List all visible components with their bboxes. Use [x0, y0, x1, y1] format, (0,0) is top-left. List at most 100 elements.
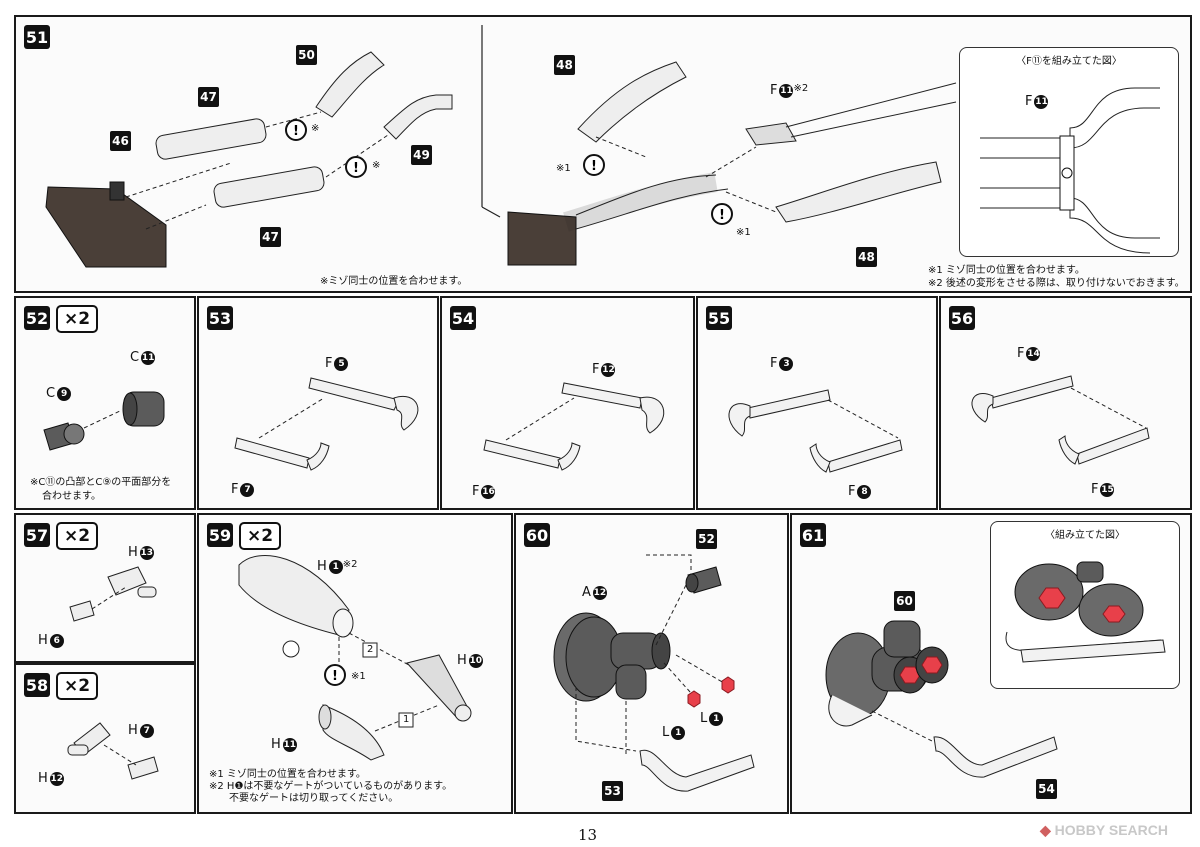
f15-letter: F	[1091, 482, 1099, 497]
h12-letter: H	[38, 771, 48, 786]
mark-1: ※1	[351, 671, 366, 682]
inset-title: 〈F⑪を組み立てた図〉	[1016, 56, 1122, 67]
inset-f-letter: F	[1025, 94, 1033, 109]
part-F16	[483, 439, 561, 469]
note-2: ※2 H❶は不要なゲートがついているものがあります。	[209, 781, 453, 792]
part-48-label-a: 48	[554, 55, 575, 75]
part-50	[315, 51, 385, 118]
part-H11	[322, 704, 385, 761]
part-F7	[234, 437, 310, 469]
h1-number: 1	[328, 559, 343, 574]
f14-letter: F	[1017, 346, 1025, 361]
h12-number: 12	[49, 771, 64, 786]
f5-letter: F	[325, 356, 333, 371]
mark-a: ※	[311, 123, 320, 134]
inset-f-number: 11	[1034, 94, 1049, 109]
multiplier: ×2	[56, 672, 99, 700]
h10-letter: H	[457, 653, 467, 668]
f11-assembled-diagram	[980, 87, 1160, 254]
a12-number: 12	[592, 585, 607, 600]
watermark-icon: ◆	[1040, 822, 1051, 838]
h11-number: 11	[282, 737, 297, 752]
f11-letter: F	[770, 83, 778, 98]
note-3: 不要なゲートは切り取ってください。	[209, 793, 399, 804]
part-50-label: 50	[296, 45, 317, 65]
f16-number: 16	[481, 484, 496, 499]
h10-number: 10	[468, 653, 483, 668]
part-F5	[308, 377, 400, 411]
f3-number: 3	[779, 356, 794, 371]
step-number: 58	[24, 673, 50, 697]
f16-letter: F	[472, 484, 480, 499]
step-number: 53	[207, 306, 233, 330]
h7-letter: H	[128, 723, 138, 738]
mark-2: ※2	[793, 83, 809, 94]
step-number: 56	[949, 306, 975, 330]
f8-letter: F	[848, 484, 856, 499]
f8-number: 8	[857, 484, 872, 499]
part-47-rod-a	[155, 118, 267, 160]
part-49-label: 49	[411, 145, 432, 165]
note-right-1: ※1 ミゾ同士の位置を合わせます。	[928, 265, 1085, 276]
part-54-label: 54	[1036, 779, 1057, 799]
step-number: 61	[800, 523, 826, 547]
note-right-2: ※2 後述の変形をさせる際は、取り付けないでおきます。	[928, 278, 1185, 289]
f7-number: 7	[240, 482, 255, 497]
mark-2: ※2	[342, 559, 358, 570]
part-47-label-b: 47	[260, 227, 281, 247]
part-46-body	[45, 186, 167, 268]
part-F11	[745, 122, 797, 146]
part-F14	[990, 375, 1074, 409]
f7-letter: F	[231, 482, 239, 497]
assembled-inset: 〈組み立てた図〉	[990, 521, 1180, 689]
notes-right: ※1 ミゾ同士の位置を合わせます。 ※2 後述の変形をさせる際は、取り付けないで…	[928, 264, 1185, 290]
part-60-label: 60	[894, 591, 915, 611]
part-F8	[827, 439, 903, 473]
step-56-illustration	[971, 375, 1150, 465]
h1-letter: H	[317, 559, 327, 574]
f11-number: 11	[779, 83, 794, 98]
step-57-illustration	[69, 566, 157, 622]
note-1: ※1 ミゾ同士の位置を合わせます。	[209, 769, 366, 780]
part-H6	[69, 600, 95, 622]
c11-letter: C	[130, 350, 140, 365]
step-number: 59	[207, 523, 233, 547]
svg-text:!: !	[719, 208, 725, 223]
f12-letter: F	[592, 362, 600, 377]
part-F12	[561, 382, 643, 409]
part-L1-a	[687, 690, 701, 708]
step-number: 51	[24, 25, 50, 49]
step-number: 60	[524, 523, 550, 547]
note-line-2: 合わせます。	[42, 491, 101, 502]
l1a-letter: L	[662, 725, 670, 740]
f3-letter: F	[770, 356, 778, 371]
step-number: 57	[24, 523, 50, 547]
step-52-note: ※C⑪の凸部とC⑨の平面部分を 合わせます。	[30, 476, 171, 504]
c9-number: 9	[57, 386, 72, 401]
mark-1b: ※1	[736, 227, 751, 238]
part-46-peg	[109, 181, 125, 201]
multiplier: ×2	[56, 305, 99, 333]
svg-text:!: !	[591, 159, 597, 174]
mark-b: ※	[372, 160, 381, 171]
f5-number: 5	[334, 356, 349, 371]
